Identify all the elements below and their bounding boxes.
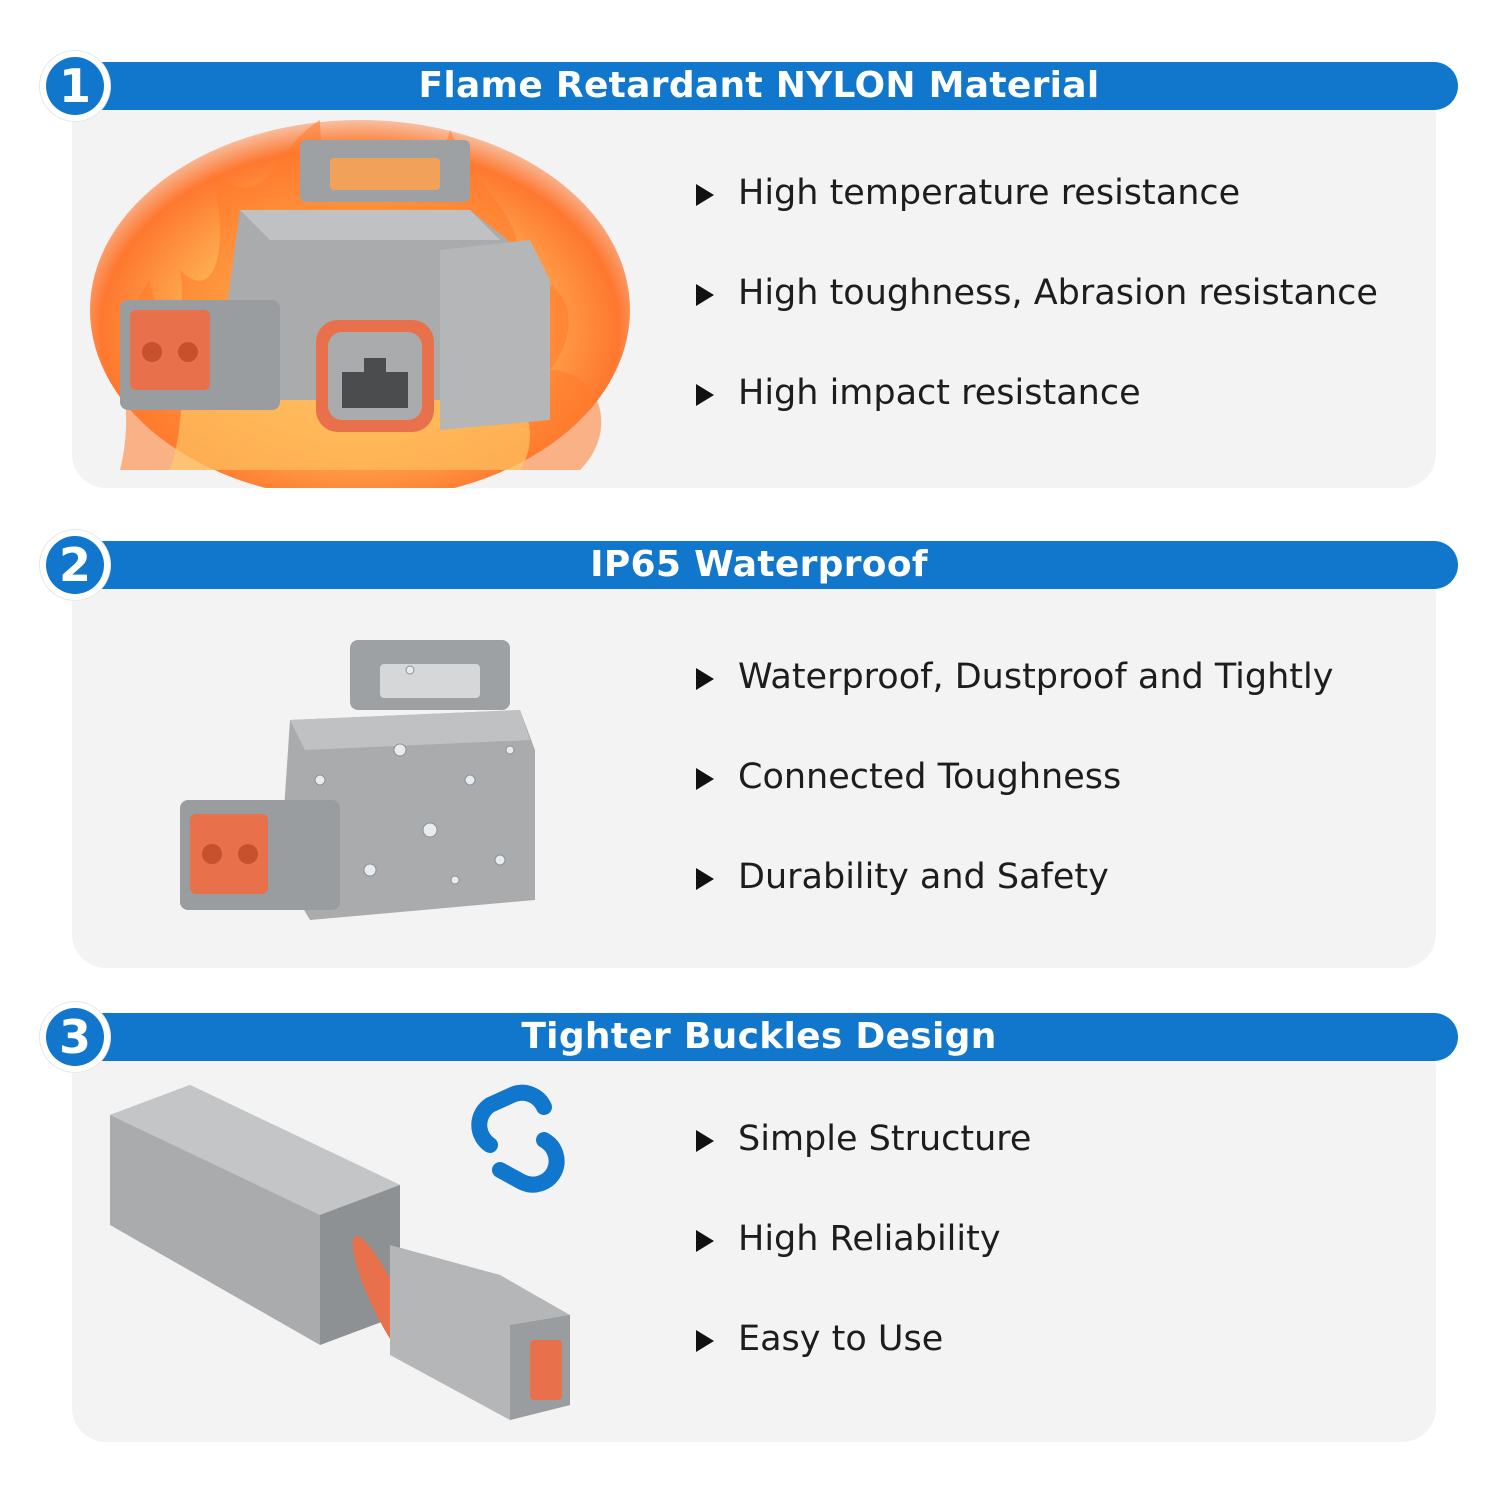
section-2-number-badge: 2 [40, 530, 110, 600]
chain-link-icon [471, 1084, 565, 1193]
feature-text: High Reliability [738, 1219, 1001, 1259]
triangle-bullet-icon [696, 284, 714, 306]
section-3-number-badge: 3 [40, 1002, 110, 1072]
triangle-bullet-icon [696, 868, 714, 890]
waterproof-connector-illustration [180, 640, 535, 920]
section-2-banner [60, 541, 1458, 589]
triangle-bullet-icon [696, 668, 714, 690]
feature-text: Simple Structure [738, 1119, 1032, 1159]
section-2-number: 2 [46, 536, 104, 594]
triangle-bullet-icon [696, 1230, 714, 1252]
section-1-number: 1 [46, 57, 104, 115]
connector-fire-illustration [90, 120, 630, 488]
water-drops-icon [314, 665, 515, 885]
section-3-banner [60, 1013, 1458, 1061]
feature-text: Connected Toughness [738, 757, 1122, 797]
section-1-banner [60, 62, 1458, 110]
feature-text: Easy to Use [738, 1319, 944, 1359]
section-3-number: 3 [46, 1008, 104, 1066]
section-2-title: IP65 Waterproof [590, 544, 928, 585]
section-1-title: Flame Retardant NYLON Material [418, 65, 1100, 106]
feature-text: High toughness, Abrasion resistance [738, 273, 1378, 313]
section-1-number-badge: 1 [40, 51, 110, 121]
section-3-title: Tighter Buckles Design [521, 1016, 997, 1057]
triangle-bullet-icon [696, 1330, 714, 1352]
feature-text: Waterproof, Dustproof and Tightly [738, 657, 1334, 697]
triangle-bullet-icon [696, 1130, 714, 1152]
triangle-bullet-icon [696, 384, 714, 406]
feature-text: High impact resistance [738, 373, 1141, 413]
female-connector [316, 240, 550, 432]
buckle-connector-illustration [110, 1084, 570, 1420]
feature-text: Durability and Safety [738, 857, 1109, 897]
triangle-bullet-icon [696, 768, 714, 790]
feature-text: High temperature resistance [738, 173, 1241, 213]
triangle-bullet-icon [696, 184, 714, 206]
